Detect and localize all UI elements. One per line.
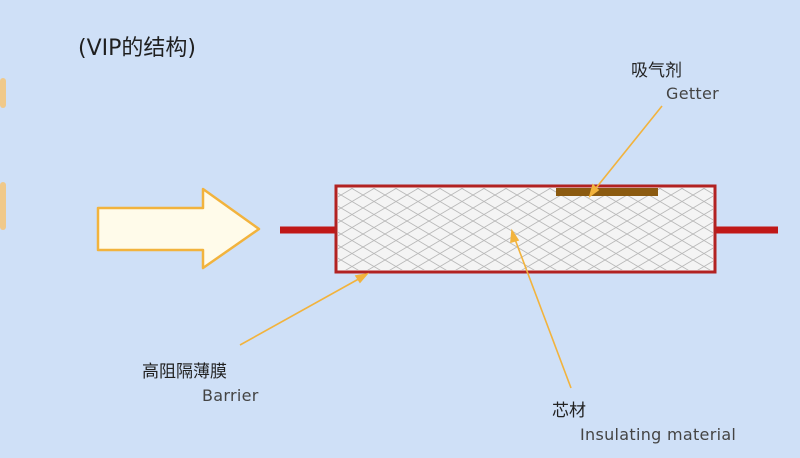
getter-leader-head bbox=[588, 183, 600, 199]
input-arrow bbox=[96, 187, 261, 270]
left-edge-mark-bottom bbox=[0, 182, 6, 230]
getter-strip bbox=[556, 188, 658, 196]
getter-label-zh: 吸气剂 bbox=[631, 61, 682, 81]
diagram-title: (VIP的结构) bbox=[78, 36, 196, 61]
barrier-label-zh: 高阻隔薄膜 bbox=[142, 362, 227, 382]
left-edge-mark-top bbox=[0, 78, 6, 108]
insulating-material-label-zh: 芯材 bbox=[552, 401, 586, 421]
insulating-material-label-en: Insulating material bbox=[580, 425, 737, 444]
getter-leader bbox=[591, 105, 663, 194]
insulating-core-mesh bbox=[338, 188, 713, 270]
getter-label-en: Getter bbox=[666, 84, 720, 103]
barrier-leader bbox=[239, 275, 365, 346]
barrier-label-en: Barrier bbox=[202, 386, 259, 405]
barrier-leader-head bbox=[354, 272, 370, 284]
core-leader bbox=[512, 233, 572, 389]
core-leader-head bbox=[510, 228, 520, 244]
